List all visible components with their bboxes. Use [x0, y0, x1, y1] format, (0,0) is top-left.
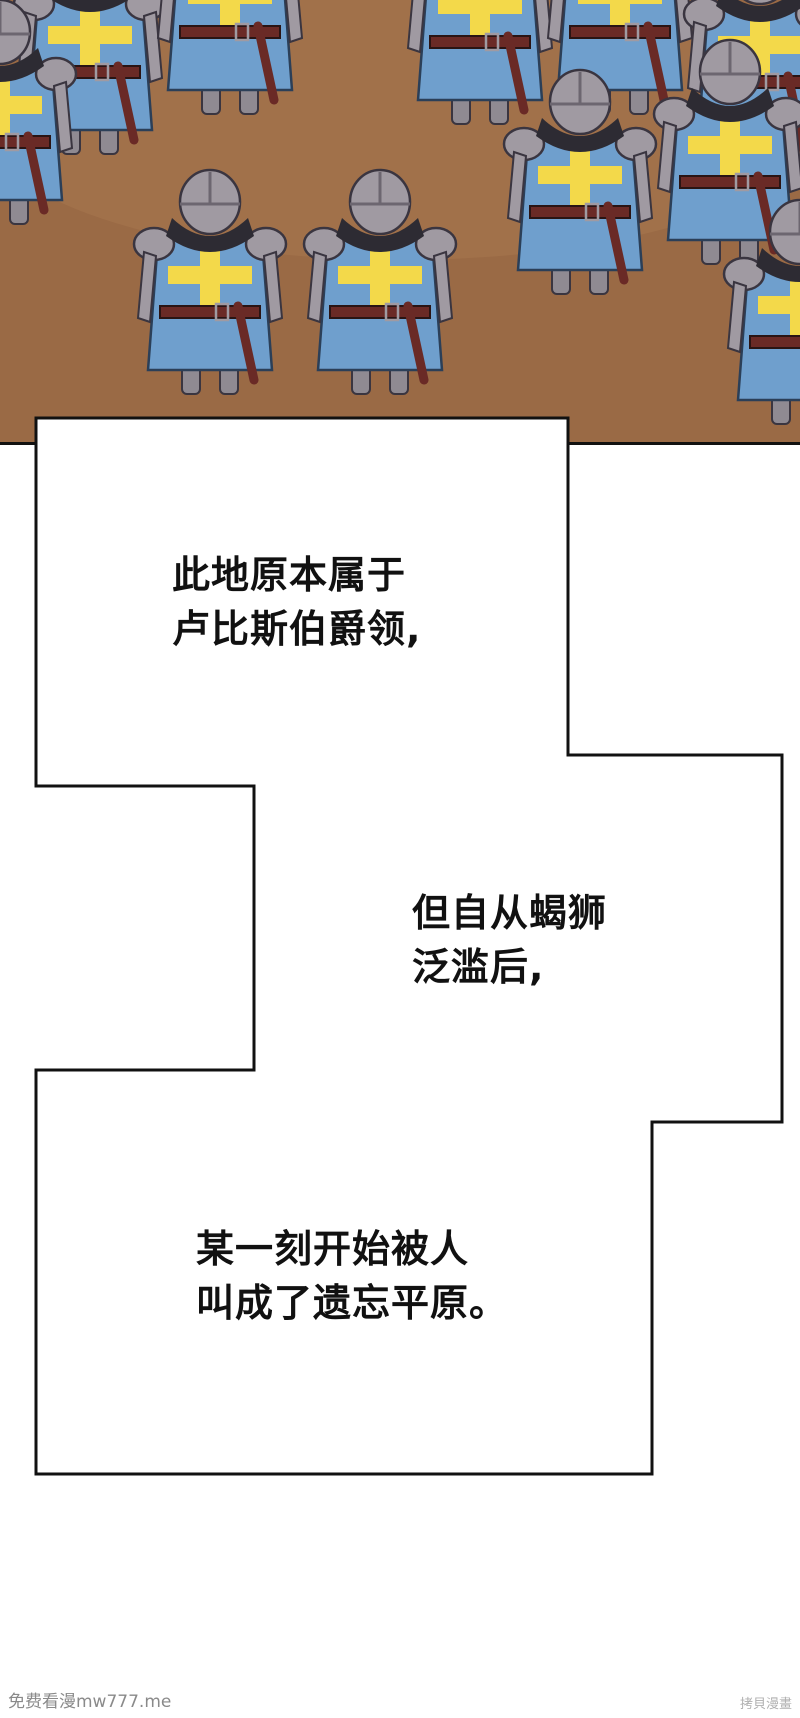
caption-panel-1: 此地原本属于 卢比斯伯爵领,: [172, 548, 421, 656]
caption-panel-3: 某一刻开始被人 叫成了遗忘平原。: [196, 1222, 508, 1330]
caption-line: 卢比斯伯爵领,: [172, 607, 422, 651]
caption-panel-2: 但自从蝎狮 泛滥后,: [412, 886, 607, 994]
caption-line: 某一刻开始被人: [196, 1227, 470, 1271]
caption-line: 泛滥后,: [412, 945, 545, 989]
caption-line: 此地原本属于: [172, 553, 407, 597]
site-watermark: 免费看漫mw777.me: [8, 1692, 172, 1712]
soldiers-illustration: [0, 0, 800, 442]
caption-line: 叫成了遗忘平原。: [196, 1281, 509, 1325]
caption-line: 但自从蝎狮: [412, 891, 608, 935]
comic-panel-soldiers: [0, 0, 800, 445]
scanlation-watermark: 拷貝漫畫: [739, 1697, 792, 1712]
